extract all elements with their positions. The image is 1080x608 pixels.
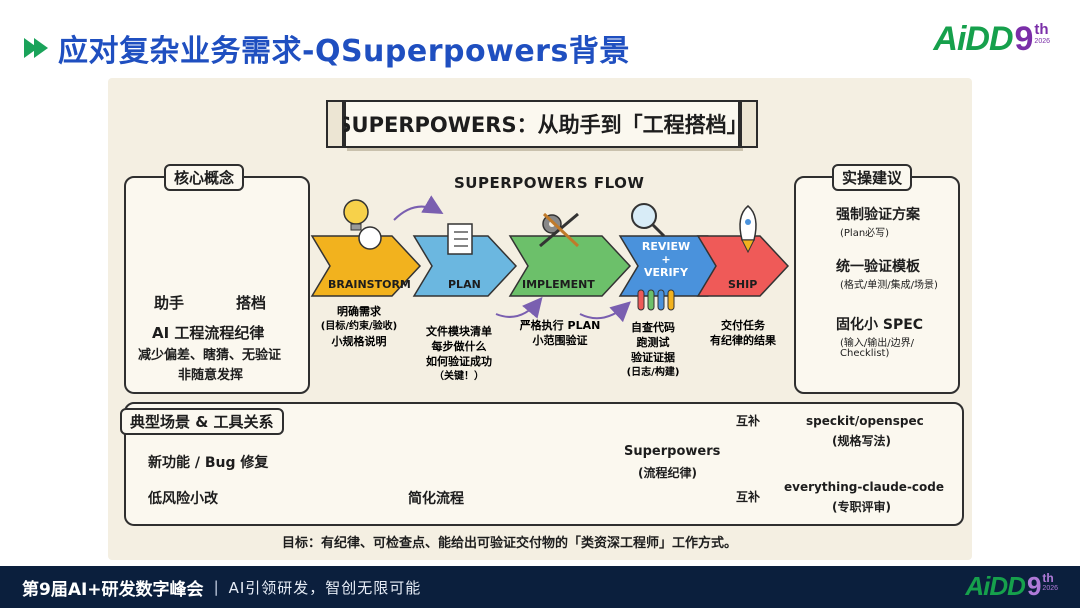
concept-headline: AI 工程流程纪律 <box>152 324 265 342</box>
scenes-label: 典型场景 & 工具关系 <box>120 408 284 435</box>
desc-line: 自查代码 <box>631 321 675 334</box>
aidd-logo-bottom: AiDD 9 th 2026 <box>965 571 1058 601</box>
complement-label: 互补 <box>736 490 761 504</box>
desc-line: 明确需求 <box>337 305 381 318</box>
tool-everything-claude-code-note: (专职评审) <box>832 500 891 514</box>
desc-line: 交付任务 <box>721 319 765 332</box>
core-concept-box <box>124 176 310 394</box>
desc-line: 严格执行 PLAN <box>519 319 601 332</box>
desc-line: 如何验证成功 <box>426 355 492 368</box>
practice-label: 实操建议 <box>832 164 913 191</box>
step-label-brainstorm: BRAINSTORM <box>328 278 411 291</box>
bottom-bar: 第9届AI+研发数字峰会 | AI引领研发，智创无限可能 <box>0 566 1080 608</box>
aidd-logo: AiDD 9 th 2026 <box>933 20 1050 58</box>
desc-line: （关键！） <box>434 371 484 382</box>
practice-item-title: 固化小 SPEC <box>836 317 924 333</box>
footer-separator: | <box>213 578 219 596</box>
step-desc-brainstorm: 明确需求 (目标/约束/验收) 小规格说明 <box>314 304 404 349</box>
title-bar: 应对复杂业务需求-QSuperpowers背景 <box>24 26 630 70</box>
tool-speckit: speckit/openspec <box>806 414 924 428</box>
practice-item-note: (格式/单测/集成/场景) <box>840 280 938 291</box>
concept-line2: 非随意发挥 <box>178 368 244 383</box>
lightbulb-icon <box>343 199 382 250</box>
practice-item-note2: Checklist) <box>840 348 890 359</box>
step-label-review-verify: REVIEW + VERIFY <box>641 240 691 279</box>
desc-line: (目标/约束/验收) <box>320 321 398 332</box>
scene-lowrisk: 低风险小改 <box>148 491 218 507</box>
desc-line: 跑测试 <box>636 336 670 349</box>
logo-text: AiDD <box>933 20 1013 58</box>
superpowers-illustration: SUPERPOWERS：从助手到「工程搭档」 核心概念 助手 搭档 AI 工程流… <box>108 78 972 560</box>
superpowers-node: Superpowers <box>624 444 721 459</box>
gears-tools-icon <box>539 212 580 248</box>
logo-superscript: th 2026 <box>1034 22 1050 46</box>
step-label-plan: PLAN <box>448 278 481 291</box>
logo-nine: 9 <box>1026 571 1042 601</box>
step-desc-implement: 严格执行 PLAN 小范围验证 <box>512 318 608 348</box>
logo-th: th <box>1042 571 1054 585</box>
magnifier-icon <box>631 203 666 238</box>
flow-chevrons <box>310 235 790 297</box>
desc-line: 小规格说明 <box>331 335 387 348</box>
summit-slogan: AI引领研发，智创无限可能 <box>228 578 422 597</box>
desc-line: 验证证据 <box>631 351 675 364</box>
slide-title: 应对复杂业务需求-QSuperpowers背景 <box>58 34 630 69</box>
logo-th: th <box>1034 21 1049 38</box>
step-label-implement: IMPLEMENT <box>522 278 595 291</box>
goal-text: 目标：有纪律、可检查点、能给出可验证交付物的「类资深工程师」工作方式。 <box>282 536 738 551</box>
logo-superscript: th 2026 <box>1042 572 1058 593</box>
logo-year: 2026 <box>1042 585 1058 592</box>
practice-item-title: 统一验证模板 <box>836 259 920 275</box>
partner-label: 搭档 <box>236 294 267 312</box>
scene-feature: 新功能 / Bug 修复 <box>148 455 269 471</box>
desc-line: 小范围验证 <box>532 334 588 347</box>
step-label-ship: SHIP <box>728 278 758 291</box>
banner-text: SUPERPOWERS：从助手到「工程搭档」 <box>336 113 748 137</box>
practice-item-note: (输入/输出/边界/ <box>840 338 915 349</box>
desc-line: 每步做什么 <box>431 340 487 353</box>
flow-title: SUPERPOWERS FLOW <box>454 174 645 192</box>
desc-line: 有纪律的结果 <box>710 334 776 347</box>
logo-nine: 9 <box>1014 20 1034 58</box>
test-tubes-icon <box>637 289 675 311</box>
double-play-icon <box>24 38 48 58</box>
scene-simplified: 简化流程 <box>408 491 464 507</box>
step-desc-ship: 交付任务 有纪律的结果 <box>698 318 788 348</box>
assistant-label: 助手 <box>154 294 185 312</box>
complement-label: 互补 <box>736 414 761 428</box>
tool-speckit-note: (规格写法) <box>832 434 891 448</box>
practice-item-note: (Plan必写) <box>840 228 890 239</box>
summit-title: 第9届AI+研发数字峰会 <box>22 579 204 600</box>
superpowers-banner: SUPERPOWERS：从助手到「工程搭档」 <box>326 100 758 148</box>
core-concept-label: 核心概念 <box>164 164 245 191</box>
step-desc-review-verify: 自查代码 跑测试 验证证据 (日志/构建) <box>610 320 696 380</box>
desc-line: 文件模块清单 <box>426 325 492 338</box>
practice-box <box>794 176 960 394</box>
rocket-icon <box>739 205 757 254</box>
concept-line1: 减少偏差、瞎猜、无验证 <box>138 348 282 363</box>
checklist-icon <box>447 223 473 255</box>
desc-line: (日志/构建) <box>626 367 680 378</box>
practice-item-title: 强制验证方案 <box>836 207 920 223</box>
logo-year: 2026 <box>1034 38 1050 45</box>
superpowers-node-note: (流程纪律) <box>638 466 697 480</box>
tool-everything-claude-code: everything-claude-code <box>784 480 945 494</box>
logo-text: AiDD <box>965 571 1026 601</box>
step-desc-plan: 文件模块清单 每步做什么 如何验证成功 （关键！） <box>414 324 504 384</box>
